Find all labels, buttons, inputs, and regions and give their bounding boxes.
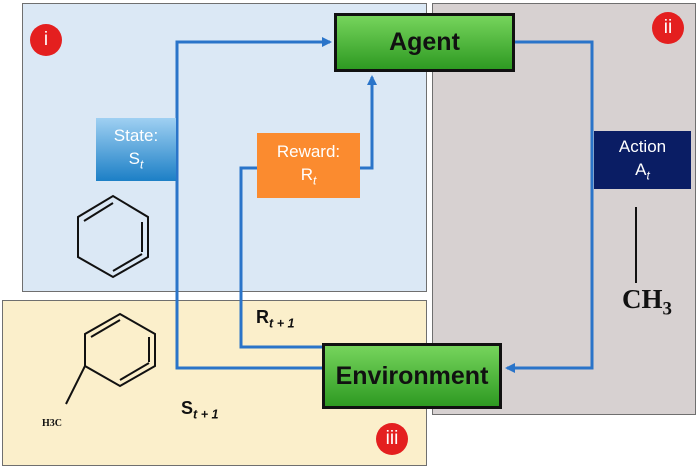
region-ii-badge: ii bbox=[652, 12, 684, 44]
next-reward-symbol: R bbox=[256, 307, 269, 327]
toluene-molecule-icon bbox=[65, 312, 156, 405]
state-title: State: bbox=[113, 126, 159, 145]
action-box: Action At bbox=[594, 131, 691, 189]
state-arrow bbox=[175, 37, 332, 370]
environment-box: Environment bbox=[322, 343, 502, 409]
action-symbol: A bbox=[635, 160, 647, 179]
environment-label: Environment bbox=[335, 361, 489, 390]
reward-to-agent-arrow bbox=[360, 75, 377, 170]
next-reward-label: Rt + 1 bbox=[256, 307, 295, 331]
benzene-ring-icon bbox=[77, 194, 149, 279]
toluene-methyl-label: H3C bbox=[42, 418, 62, 429]
reward-symbol: R bbox=[300, 165, 313, 184]
state-symbol: S bbox=[128, 149, 141, 168]
methyl-sub: 3 bbox=[662, 298, 672, 320]
reward-sub: t bbox=[312, 173, 317, 188]
action-sub: t bbox=[646, 168, 650, 183]
region-i-badge: i bbox=[30, 24, 62, 56]
action-title: Action bbox=[618, 137, 667, 156]
agent-label: Agent bbox=[389, 28, 460, 56]
state-box: State: St bbox=[96, 118, 176, 181]
agent-box: Agent bbox=[334, 13, 515, 72]
methyl-base: CH bbox=[622, 284, 663, 314]
methyl-group-label: CH3 bbox=[622, 284, 672, 320]
action-arrow bbox=[505, 40, 594, 373]
region-iii-badge: iii bbox=[376, 423, 408, 455]
state-symbol-line: St bbox=[96, 147, 176, 176]
reward-arrow bbox=[239, 166, 322, 349]
reward-title: Reward: bbox=[276, 142, 341, 161]
next-state-label: St + 1 bbox=[181, 398, 219, 422]
next-state-sub: t + 1 bbox=[193, 407, 219, 422]
next-state-symbol: S bbox=[181, 398, 194, 418]
reward-box: Reward: Rt bbox=[257, 133, 360, 198]
reward-symbol-line: Rt bbox=[257, 163, 360, 192]
action-symbol-line: At bbox=[594, 158, 691, 187]
state-sub: t bbox=[140, 157, 144, 172]
next-reward-sub: t + 1 bbox=[269, 316, 295, 331]
